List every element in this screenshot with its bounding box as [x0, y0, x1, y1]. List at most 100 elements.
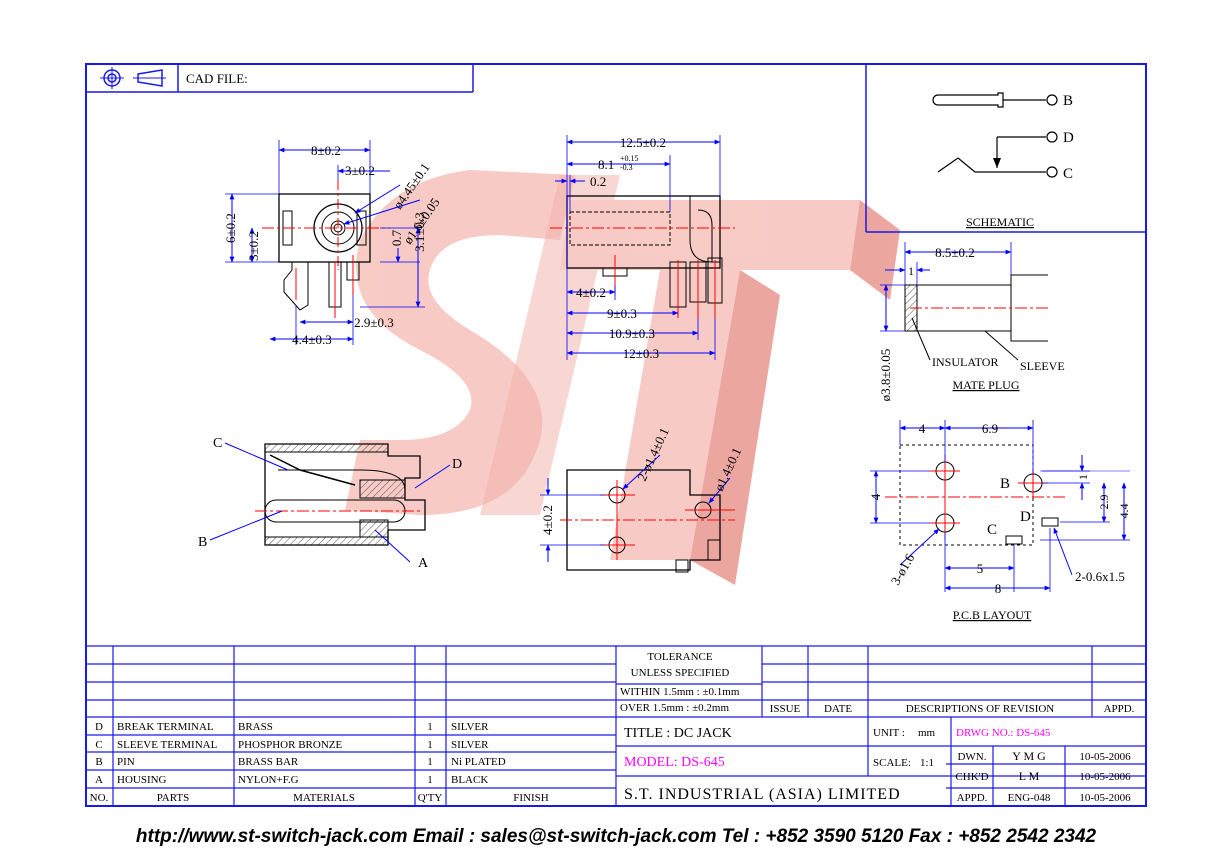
- dim-front-31: 3.1±0.3: [412, 212, 427, 252]
- dim-pcb-29: 2.9: [1097, 495, 1111, 510]
- date-header: DATE: [824, 703, 852, 715]
- dim-side-4: 4±0.2: [576, 285, 606, 300]
- svg-text:PHOSPHOR BRONZE: PHOSPHOR BRONZE: [238, 739, 342, 751]
- dim-side-length: 12.5±0.2: [620, 135, 666, 150]
- svg-text:PIN: PIN: [117, 756, 135, 768]
- section-view: C D B A: [198, 436, 462, 571]
- pcb-layout-caption: P.C.B LAYOUT: [953, 608, 1032, 622]
- svg-text:Ni PLATED: Ni PLATED: [451, 756, 506, 768]
- issue-header: ISSUE: [770, 703, 801, 715]
- scale-value: 1:1: [920, 757, 934, 769]
- pcb-holes-label: 3-ø1.6: [888, 550, 918, 587]
- svg-text:B: B: [95, 756, 102, 768]
- svg-text:SILVER: SILVER: [451, 721, 489, 733]
- dim-front-07: 0.7: [389, 229, 404, 246]
- svg-text:1: 1: [427, 739, 433, 751]
- svg-text:FINISH: FINISH: [513, 792, 549, 804]
- dim-plug-dia: ø3.8±0.05: [878, 349, 893, 402]
- pcb-label-c: C: [987, 522, 997, 538]
- scale-label: SCALE:: [873, 757, 911, 769]
- svg-text:ENG-048: ENG-048: [1008, 792, 1051, 804]
- mate-plug-caption: MATE PLUG: [952, 378, 1019, 392]
- dim-pcb-69: 6.9: [982, 421, 998, 436]
- dim-side-81-lower: -0.3: [620, 163, 633, 172]
- dim-pcb-1: 1: [1076, 474, 1090, 480]
- st-watermark: [345, 170, 900, 585]
- tolerance-block: TOLERANCE UNLESS SPECIFIED WITHIN 1.5mm …: [620, 651, 740, 714]
- svg-text:TOLERANCE: TOLERANCE: [647, 651, 712, 663]
- parts-row-b: B PIN BRASS BAR 1 Ni PLATED: [95, 756, 505, 768]
- pcb-label-d: D: [1020, 509, 1031, 525]
- svg-text:L M: L M: [1019, 769, 1040, 783]
- dim-front-44: 4.4±0.3: [292, 332, 332, 347]
- dim-front-hole-offset: 3±0.2: [345, 163, 375, 178]
- dim-plug-1: 1: [908, 264, 914, 278]
- model-label: MODEL: DS-645: [624, 755, 725, 770]
- section-label-c: C: [213, 436, 222, 451]
- approvals-table: DWN. Y M G 10-05-2006 CHK'D L M 10-05-20…: [955, 749, 1131, 804]
- svg-text:DWN.: DWN.: [957, 751, 986, 763]
- dim-side-9: 9±0.3: [607, 306, 637, 321]
- unit-label: UNIT :: [873, 727, 905, 739]
- cad-file-label: CAD FILE:: [186, 71, 248, 86]
- cad-file-box: CAD FILE:: [86, 64, 474, 93]
- parts-header-row: NO. PARTS MATERIALS Q'TY FINISH: [90, 792, 549, 804]
- parts-list: D BREAK TERMINAL BRASS 1 SILVER C SLEEVE…: [90, 721, 549, 804]
- dim-pcb-8: 8: [995, 581, 1002, 596]
- svg-text:1: 1: [427, 756, 433, 768]
- svg-text:Q'TY: Q'TY: [418, 792, 443, 804]
- insulator-label: INSULATOR: [932, 355, 998, 369]
- svg-text:PARTS: PARTS: [157, 792, 190, 804]
- appd-header: APPD.: [1104, 703, 1135, 715]
- contact-footer: http://www.st-switch-jack.com Email : sa…: [135, 826, 1097, 847]
- drawing-number: DRWG NO.: DS-645: [956, 727, 1051, 739]
- svg-text:10-05-2006: 10-05-2006: [1079, 771, 1131, 783]
- drawing-title: TITLE : DC JACK: [624, 726, 732, 741]
- dim-bottom-4: 4±0.2: [540, 505, 555, 535]
- section-label-a: A: [418, 556, 429, 571]
- svg-text:A: A: [95, 774, 103, 786]
- svg-text:BLACK: BLACK: [451, 774, 488, 786]
- svg-text:BREAK TERMINAL: BREAK TERMINAL: [117, 721, 214, 733]
- section-label-b: B: [198, 535, 207, 550]
- svg-text:WITHIN 1.5mm : ±0.1mm: WITHIN 1.5mm : ±0.1mm: [620, 686, 740, 698]
- svg-text:10-05-2006: 10-05-2006: [1079, 751, 1131, 763]
- svg-text:1: 1: [427, 721, 433, 733]
- svg-text:Y M G: Y M G: [1012, 749, 1046, 763]
- dim-pcb-44: 4.4: [1117, 504, 1131, 519]
- parts-row-a: A HOUSING NYLON+F.G 1 BLACK: [95, 774, 488, 786]
- front-view: 8±0.2 3±0.2 ø4.45±0.1 ø1.6±0.05 6±0.2 3±…: [223, 140, 443, 347]
- mate-plug: 8.5±0.2 1 ø3.8±0.05 INSULATOR SLEEVE MAT…: [878, 242, 1065, 401]
- svg-text:CHK'D: CHK'D: [955, 771, 988, 783]
- svg-text:OVER 1.5mm : ±0.2mm: OVER 1.5mm : ±0.2mm: [620, 702, 729, 714]
- dim-front-center-height: 3±0.2: [246, 231, 261, 261]
- section-label-d: D: [452, 457, 462, 472]
- parts-row-d: D BREAK TERMINAL BRASS 1 SILVER: [95, 721, 489, 733]
- svg-text:SILVER: SILVER: [451, 739, 489, 751]
- schematic-caption: SCHEMATIC: [966, 215, 1034, 229]
- title-block-grid: [86, 645, 1146, 806]
- svg-text:APPD.: APPD.: [957, 792, 988, 804]
- schematic-label-b: B: [1063, 93, 1073, 109]
- svg-text:1: 1: [427, 774, 433, 786]
- svg-text:SLEEVE TERMINAL: SLEEVE TERMINAL: [117, 739, 218, 751]
- schematic-box: B D C SCHEMATIC: [865, 64, 1146, 233]
- schematic-label-c: C: [1063, 166, 1073, 182]
- unit-value: mm: [918, 727, 936, 739]
- dim-front-29: 2.9±0.3: [354, 315, 394, 330]
- svg-text:HOUSING: HOUSING: [117, 774, 167, 786]
- sleeve-label: SLEEVE: [1020, 359, 1065, 373]
- dim-side-81: 8.1: [598, 157, 614, 172]
- pcb-layout: 4 6.9 4 1 2.9 4.4 5 8 3-ø1.6 2-0.6x1.5 B…: [868, 420, 1131, 622]
- projection-symbol-icon: [100, 67, 166, 89]
- dim-side-02: 0.2: [590, 174, 606, 189]
- side-view: 12.5±0.2 8.1 +0.15 -0.3 0.2 4±0.2 9±0.3 …: [550, 135, 735, 361]
- svg-text:BRASS: BRASS: [238, 721, 273, 733]
- dim-front-width: 8±0.2: [311, 143, 341, 158]
- descriptions-header: DESCRIPTIONS OF REVISION: [906, 703, 1055, 715]
- pcb-slots-label: 2-0.6x1.5: [1075, 569, 1125, 584]
- pcb-label-b: B: [1000, 476, 1010, 492]
- dim-pcb-4: 4: [919, 421, 926, 436]
- parts-row-c: C SLEEVE TERMINAL PHOSPHOR BRONZE 1 SILV…: [95, 739, 489, 751]
